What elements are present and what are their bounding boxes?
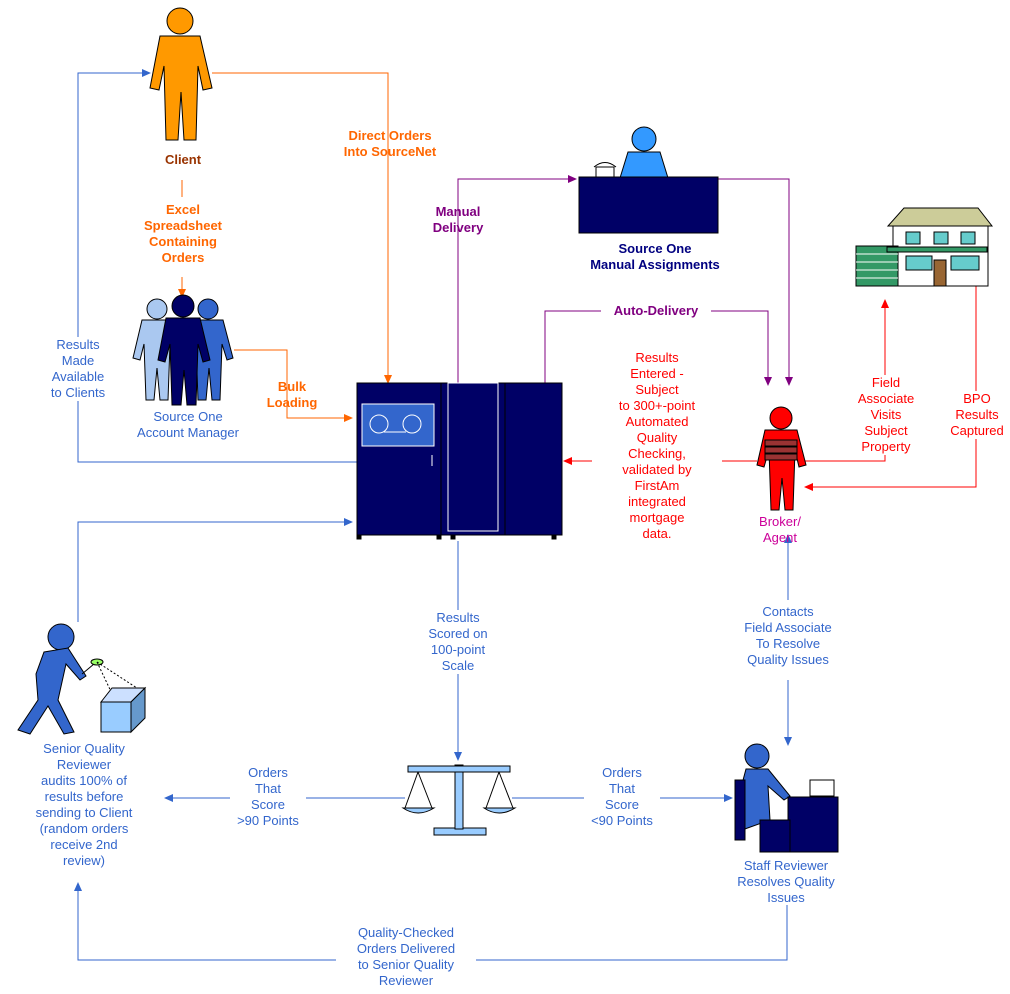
edge-results-available [77,69,357,463]
field-associate-label: Field Associate Visits Subject Property [850,375,922,455]
client-label: Client [164,152,202,167]
broker-label: Broker/ Agent [759,514,801,545]
house-icon [855,207,994,287]
client-icon [149,7,213,141]
scale-icon [401,764,517,836]
edge-field-associate [805,299,889,462]
broker-icon [756,406,807,511]
senior-reviewer-label: Senior Quality Reviewer audits 100% of r… [35,741,133,868]
orders-below-label: Orders That Score <90 Points [584,765,660,829]
excel-label: Excel Spreadsheet Containing Orders [143,202,223,265]
edge-direct-orders [212,72,392,384]
contacts-field-label: Contacts Field Associate To Resolve Qual… [718,604,858,668]
results-available-label: Results Made Available to Clients [40,337,116,401]
orders-above-label: Orders That Score >90 Points [230,765,306,829]
auto-delivery-label: Auto-Delivery [601,303,711,319]
edge-bulk-loading [234,349,353,422]
edge-senior-to-server [77,518,353,622]
edge-manual-to-broker [718,178,793,386]
senior-reviewer-icon [17,623,147,735]
manual-assignments-icon [578,126,719,234]
edge-manual-delivery [457,175,577,383]
bpo-results-label: BPO Results Captured [948,391,1006,439]
manual-delivery-label: Manual Delivery [432,204,484,235]
manual-assignments-label: Source One Manual Assignments [590,241,720,272]
edge-bpo-results [804,285,977,491]
staff-reviewer-icon [734,743,839,853]
results-entered-label: Results Entered - Subject to 300+-point … [592,350,722,542]
staff-reviewer-label: Staff Reviewer Resolves Quality Issues [737,858,835,905]
account-manager-icon [132,294,234,406]
account-manager-label: Source One Account Manager [137,409,239,440]
bulk-loading-label: Bulk Loading [266,379,318,410]
sourcenet-server-icon [356,382,563,540]
direct-orders-label: Direct Orders Into SourceNet [343,128,437,159]
quality-checked-label: Quality-Checked Orders Delivered to Seni… [336,925,476,989]
results-scored-label: Results Scored on 100-point Scale [412,610,504,674]
